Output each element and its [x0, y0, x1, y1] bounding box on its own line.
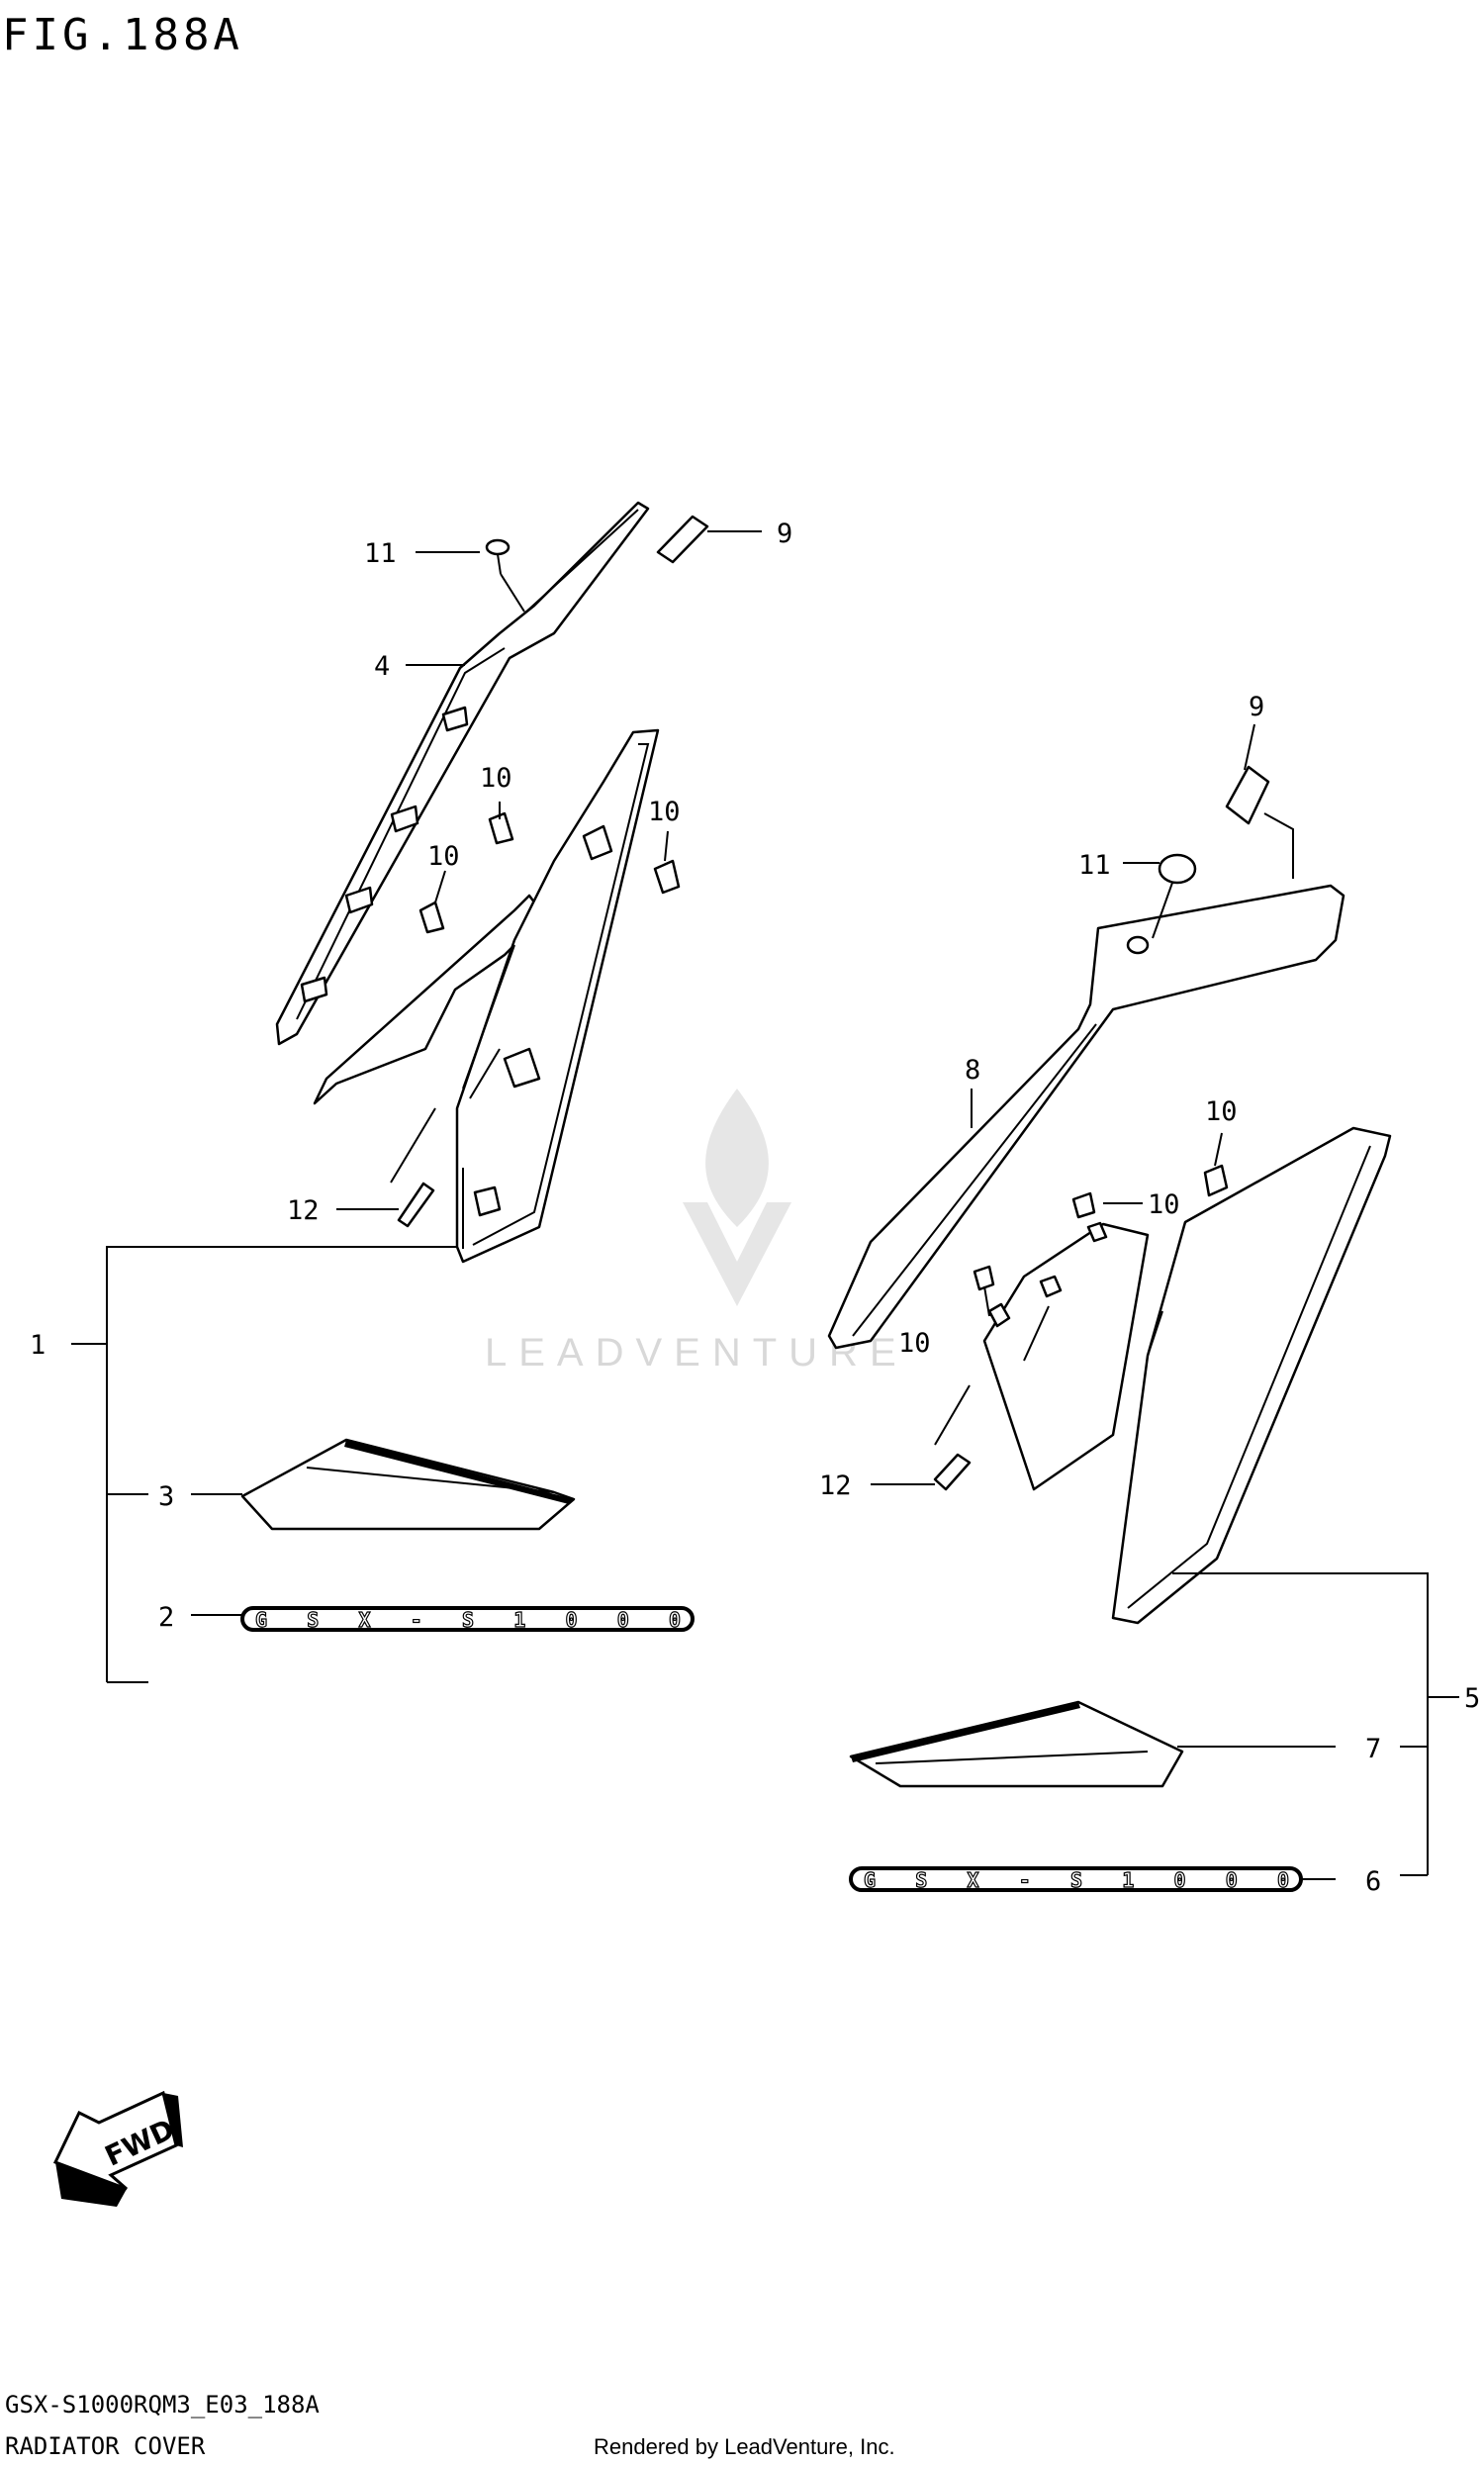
part-5-inner-bracket — [982, 1221, 1150, 1491]
part-8-radiator-cover-inner — [827, 884, 1345, 1350]
part-3-decal-left — [240, 1438, 576, 1531]
callout-11-right: 11 — [1078, 850, 1111, 881]
callout-5: 5 — [1464, 1683, 1480, 1714]
callout-10-d: 10 — [1205, 1096, 1238, 1127]
render-credit: Rendered by LeadVenture, Inc. — [594, 2434, 895, 2459]
part-11-screw-left — [485, 538, 525, 613]
part-7-decal-right — [849, 1700, 1184, 1788]
callout-9-right: 9 — [1249, 692, 1264, 722]
part-10-clip-left-a — [488, 811, 514, 845]
callout-8: 8 — [965, 1055, 980, 1086]
figure-title: FIG.188A — [2, 10, 243, 60]
callout-6: 6 — [1365, 1866, 1381, 1897]
part-9-cushion-left — [656, 515, 709, 564]
part-4-cover-trim — [275, 501, 650, 1046]
watermark-text: LEADVENTURE — [485, 1331, 908, 1375]
part-2-emblem-left: GSX-S1000 — [240, 1606, 695, 1633]
callout-10-b: 10 — [427, 841, 460, 872]
part-12-pad-left — [390, 1107, 436, 1228]
callout-12-right: 12 — [819, 1470, 852, 1501]
callout-4: 4 — [374, 651, 390, 682]
part-1-radiator-cover-left — [455, 728, 660, 1264]
callout-2: 2 — [158, 1602, 174, 1633]
callout-leaders — [336, 530, 1255, 1485]
part-9-cushion-right — [1225, 765, 1294, 879]
left-bracket — [71, 1246, 458, 1683]
callout-3: 3 — [158, 1481, 174, 1512]
right-bracket — [1172, 1572, 1459, 1880]
callout-11-left: 11 — [364, 538, 397, 569]
part-10-clip-left-c — [653, 859, 681, 895]
part-12-pad-right — [933, 1384, 972, 1491]
callout-12-left: 12 — [287, 1195, 320, 1226]
section-name: RADIATOR COVER — [5, 2432, 206, 2460]
part-10-clip-right-a — [1203, 1164, 1229, 1197]
part-5-radiator-cover-right — [1111, 1126, 1392, 1625]
model-code: GSX-S1000RQM3_E03_188A — [5, 2391, 320, 2419]
callout-7: 7 — [1365, 1734, 1381, 1764]
callout-10-e: 10 — [1148, 1189, 1180, 1220]
callout-10-f: 10 — [898, 1328, 931, 1359]
fwd-arrow: FWD — [52, 2090, 183, 2207]
watermark: LEADVENTURE — [485, 1089, 908, 1375]
callout-10-a: 10 — [480, 763, 512, 794]
part-10-clip-right-b — [1071, 1191, 1096, 1219]
callout-10-c: 10 — [648, 797, 681, 827]
part-6-emblem-right: GSX-S1000 — [849, 1866, 1303, 1893]
part-10-clip-right-c — [973, 1265, 995, 1291]
callout-1: 1 — [30, 1330, 46, 1361]
part-10-clip-left-b — [418, 901, 445, 934]
part-11-cap-right — [1126, 853, 1197, 955]
callout-9-left: 9 — [777, 519, 792, 549]
